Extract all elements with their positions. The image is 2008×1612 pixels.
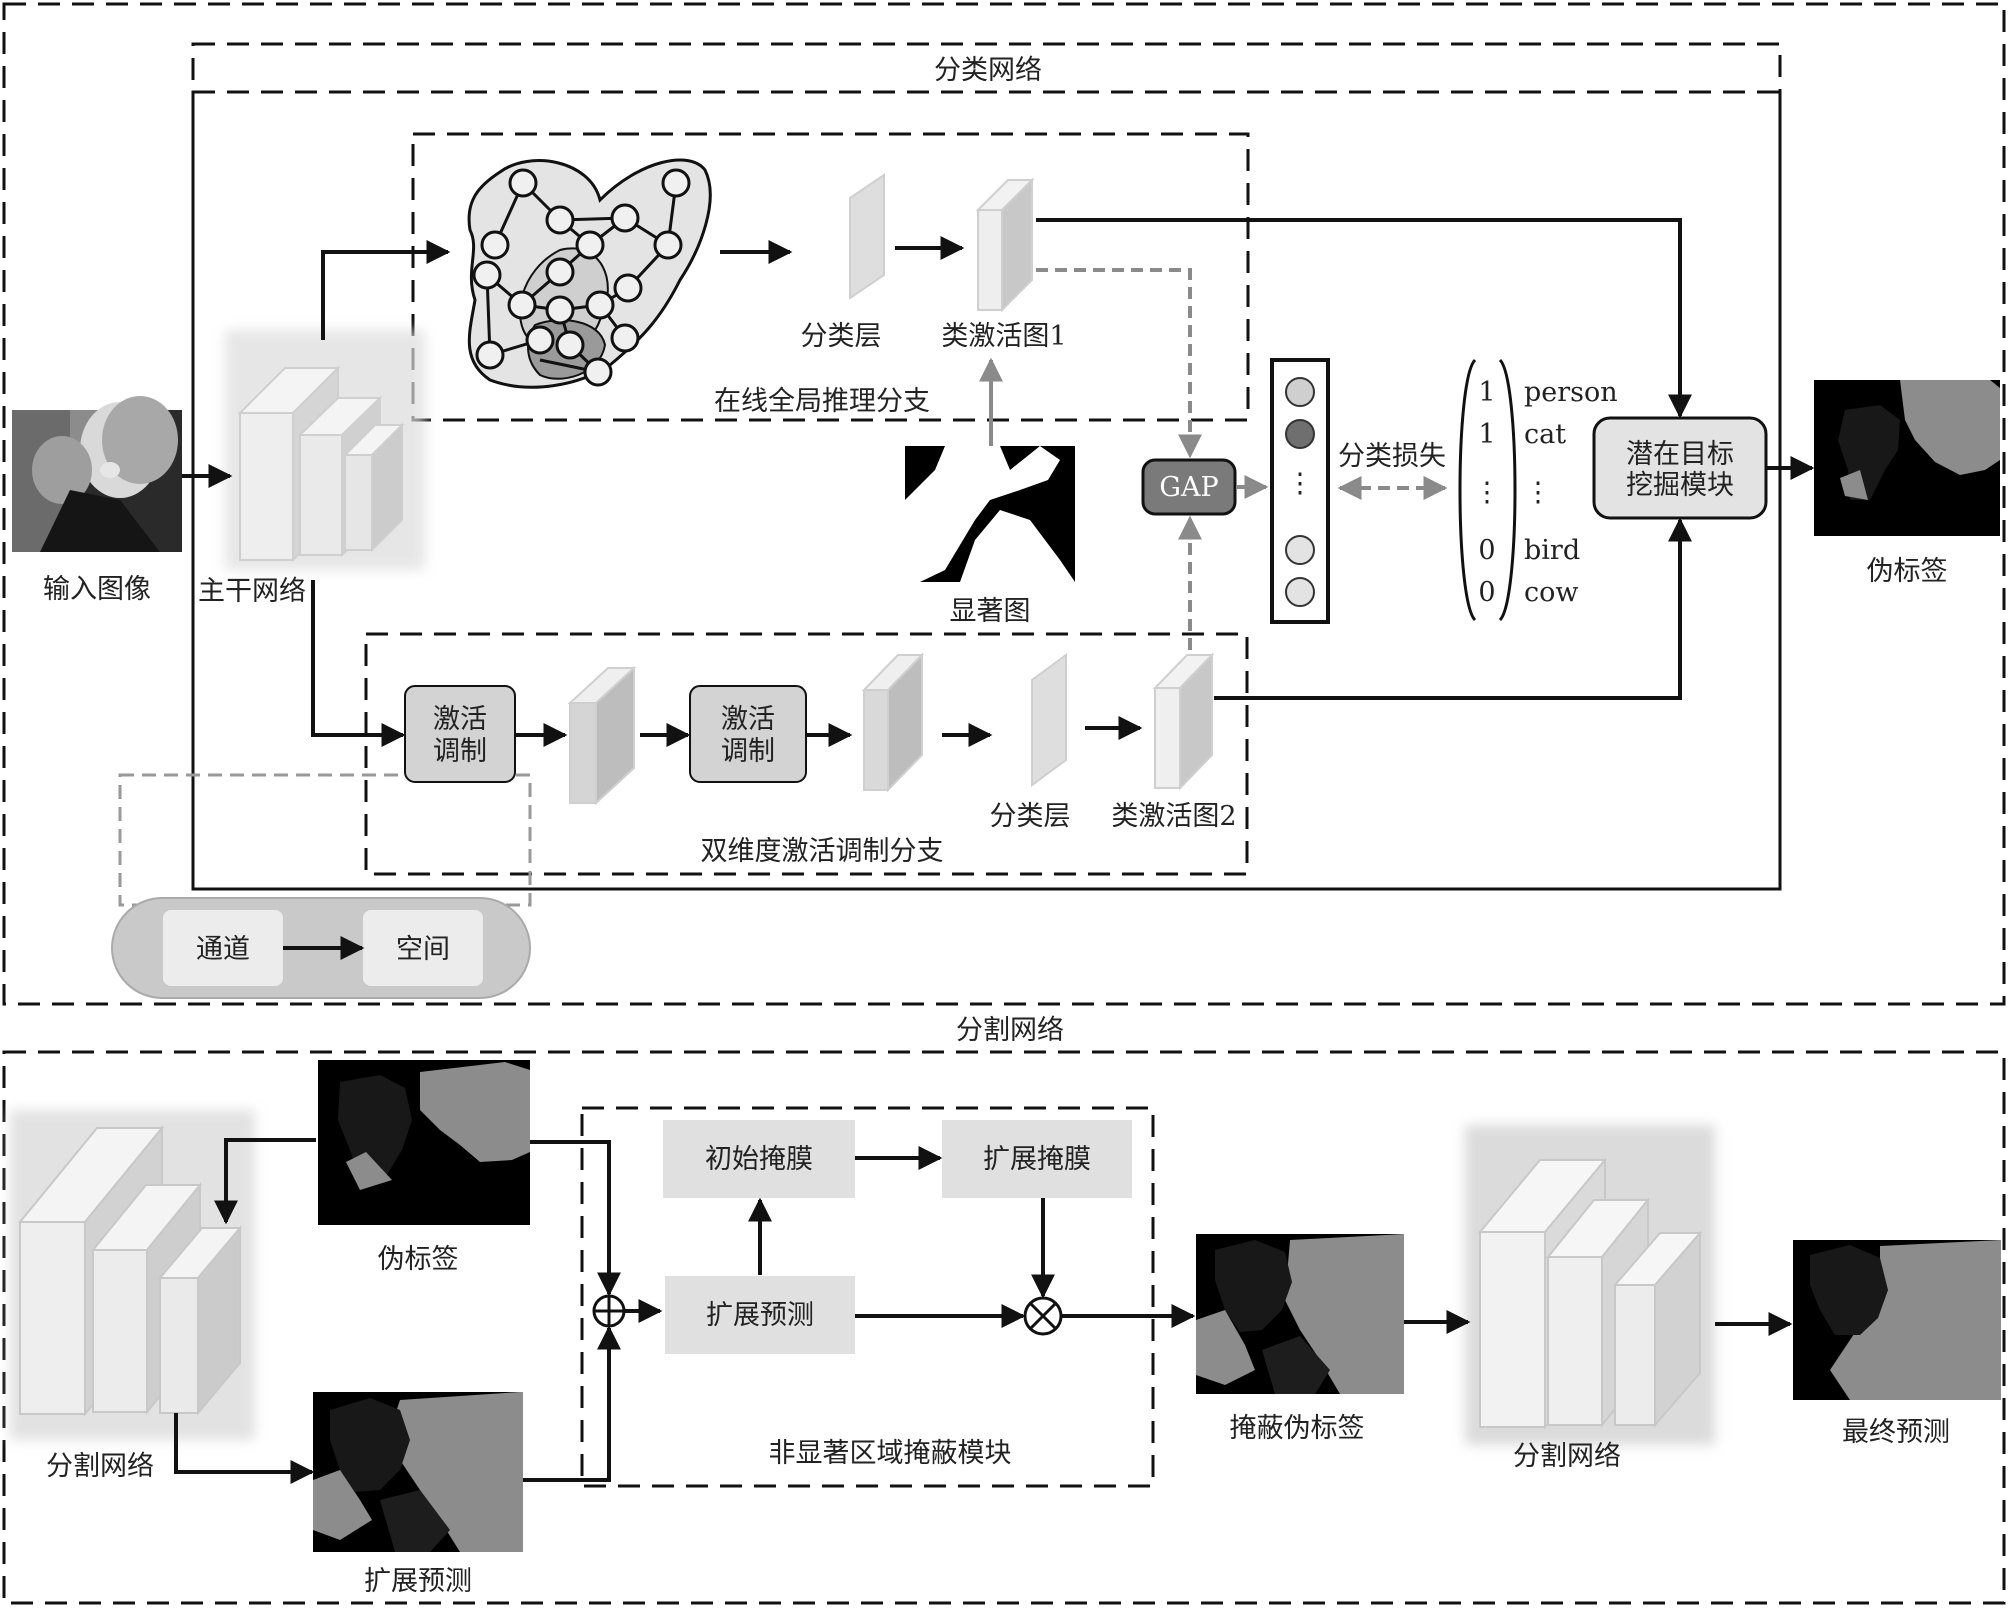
activation-modulation-2-line-2: 调制 [721,736,775,767]
expanded-prediction-box [665,1276,855,1354]
activation-modulation-2-line-1: 激活 [721,704,775,735]
segmentation-network-1 [10,1110,255,1440]
mining-module-line-2: 挖掘模块 [1626,470,1734,501]
expanded-mask-box [942,1120,1132,1198]
input-image [12,396,182,552]
top-arrows [182,218,1815,747]
classification-loss-label: 分类损失 [1338,441,1446,472]
segmentation-network-1-label: 分割网络 [46,1451,154,1482]
classification-layer-2 [1031,653,1067,787]
classification-layer-1-label: 分类层 [801,321,882,352]
initial-mask-label: 初始掩膜 [705,1144,813,1175]
cam-2 [1152,652,1215,791]
expanded-prediction-caption: 扩展预测 [364,1566,472,1597]
label-vector-value: ⋮ [1474,477,1501,508]
label-vector-class-name: cow [1524,577,1579,608]
gap-label: GAP [1159,472,1218,503]
backbone-label: 主干网络 [198,576,306,607]
expanded-mask-label: 扩展掩膜 [983,1144,1091,1175]
outer-frame-bottom [2,1050,2006,1605]
global-branch-frame [411,132,1250,422]
feature-map-1 [567,665,637,806]
outer-frame-top [2,2,2006,1006]
cam-2-label: 类激活图2 [1111,801,1236,832]
dual-branch-frame [364,632,1249,876]
feature-map-2 [861,652,925,793]
initial-mask-box [663,1120,855,1198]
channel-box [163,910,283,986]
score-vector: ⋮ [1270,358,1330,624]
bottom-arrows [174,1138,1793,1484]
inner-network-frame [191,90,1782,891]
masking-module-frame [580,1106,1155,1488]
label-vector-value: 0 [1478,535,1495,566]
input-image-label: 输入图像 [43,574,151,605]
saliency-map [905,446,1075,582]
graph-reasoning-icon [467,158,712,389]
pseudo-label-image [318,1060,530,1225]
masked-pseudo-label-image [1196,1234,1404,1394]
label-vector-value: 1 [1478,419,1495,450]
masking-module-title: 非显著区域掩蔽模块 [769,1438,1012,1469]
svg-text:⋮: ⋮ [1287,468,1314,499]
classification-layer-1 [849,173,885,300]
saliency-map-label: 显著图 [950,596,1031,627]
mining-module-line-1: 潜在目标 [1626,439,1734,470]
final-prediction-image [1793,1240,2001,1400]
label-vector-value: 0 [1478,577,1495,608]
label-vector-class-name: bird [1524,535,1580,566]
classification-layer-2-label: 分类层 [990,801,1071,832]
spatial-label: 空间 [396,934,450,965]
plus-operator-icon [592,1294,626,1328]
expanded-prediction-image [313,1392,523,1552]
dual-branch-title: 双维度激活调制分支 [701,836,944,867]
channel-label: 通道 [196,934,250,965]
segmentation-network-2 [1465,1125,1715,1445]
cam-1 [975,177,1035,313]
masked-pseudo-label-caption: 掩蔽伪标签 [1230,1413,1365,1444]
multiply-operator-icon [1023,1296,1063,1336]
pseudo-label-output-image [1814,380,2000,536]
label-vector: 1 person 1 cat ⋮ ⋮ 0 bird 0 cow [1458,358,1618,622]
segmentation-network-title: 分割网络 [956,1015,1064,1046]
classification-network-title: 分类网络 [934,55,1042,86]
global-branch-title: 在线全局推理分支 [714,386,930,417]
spatial-box [363,910,483,986]
label-vector-class-name: cat [1524,419,1566,450]
gray-arrows [979,268,1269,650]
segmentation-network-2-label: 分割网络 [1513,1441,1621,1472]
final-prediction-caption: 最终预测 [1842,1417,1950,1448]
pseudo-label-caption: 伪标签 [378,1244,459,1275]
detail-callout-frame [118,773,532,907]
cam-1-label: 类激活图1 [941,321,1066,352]
label-vector-value: 1 [1478,377,1495,408]
backbone-network [225,330,425,570]
label-vector-class-name: ⋮ [1525,477,1552,508]
activation-modulation-1-line-1: 激活 [433,704,487,735]
gap-node [1141,458,1237,516]
activation-modulation-1-line-2: 调制 [433,736,487,767]
expanded-prediction-label: 扩展预测 [706,1300,814,1331]
pseudo-label-output-label: 伪标签 [1867,556,1948,587]
label-vector-class-name: person [1524,377,1618,408]
